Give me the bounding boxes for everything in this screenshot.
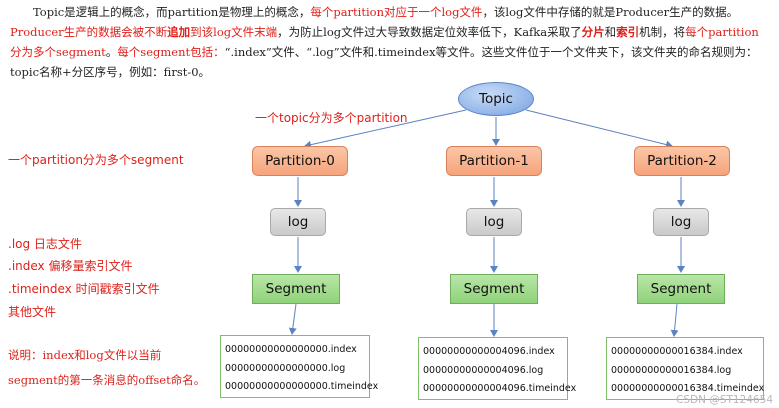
intro-paragraph: Topic是逻辑上的概念，而partition是物理上的概念，每个partiti… bbox=[10, 2, 770, 82]
segment-node-0: Segment bbox=[252, 274, 340, 304]
annotation-note-line2: segment的第一条消息的offset命名。 bbox=[8, 373, 206, 387]
partition-node-1: Partition-1 bbox=[446, 146, 542, 176]
annotation-timeindex-file: .timeindex 时间戳索引文件 bbox=[8, 282, 160, 296]
para-text: ，该log文件中存储的就是Producer生产的数据。 bbox=[482, 5, 739, 19]
partition-node-0: Partition-0 bbox=[252, 146, 348, 176]
annotation-note-line1: 说明：index和log文件以当前 bbox=[8, 348, 162, 362]
segment-files-2: 00000000000016384.index 0000000000001638… bbox=[606, 337, 764, 400]
index-file-name: 00000000000004096.index bbox=[423, 346, 555, 357]
log-node-1: log bbox=[466, 208, 522, 236]
topic-node: Topic bbox=[458, 82, 534, 116]
para-text: “.index”文件、“.log”文件和.timeindex等文件。这些文件位于… bbox=[10, 45, 758, 79]
index-file-name: 00000000000016384.index bbox=[611, 346, 743, 357]
annotation-other-files: 其他文件 bbox=[8, 305, 57, 319]
para-highlight: 每个segment包括： bbox=[117, 45, 225, 59]
arrow-topic-partition2 bbox=[525, 109, 673, 149]
para-highlight: 到该log文件末端 bbox=[190, 25, 278, 39]
para-text: ，为防止log文件过大导致数据定位效率低下，Kafka采取了 bbox=[277, 25, 582, 39]
segment-files-1: 00000000000004096.index 0000000000000409… bbox=[418, 337, 577, 400]
timeindex-file-name: 00000000000016384.timeindex bbox=[611, 383, 765, 394]
segment-node-1: Segment bbox=[450, 274, 538, 304]
watermark-text: CSDN @ST124654 bbox=[676, 394, 773, 406]
index-file-name: 00000000000000000.index bbox=[225, 344, 357, 355]
annotation-topic-partitions: 一个topic分为多个partition bbox=[255, 111, 408, 125]
arrow-segment2-files bbox=[670, 303, 679, 337]
arrow-topic-partition0 bbox=[304, 109, 467, 149]
para-text: 。 bbox=[105, 45, 118, 59]
log-node-0: log bbox=[270, 208, 326, 236]
para-emphasis: 索引 bbox=[616, 25, 640, 39]
segment-node-2: Segment bbox=[637, 274, 725, 304]
annotation-partition-segments: 一个partition分为多个segment bbox=[8, 153, 184, 167]
segment-files-0: 00000000000000000.index 0000000000000000… bbox=[220, 335, 379, 398]
para-emphasis: 分片 bbox=[581, 25, 605, 39]
arrow-segment0-files bbox=[288, 303, 297, 335]
para-highlight: 每个partition分为多个segment bbox=[10, 25, 759, 59]
para-emphasis: 追加 bbox=[167, 25, 191, 39]
log-node-2: log bbox=[653, 208, 709, 236]
log-file-name: 00000000000016384.log bbox=[611, 364, 732, 376]
para-text: 机制，将 bbox=[639, 25, 686, 39]
partition-node-2: Partition-2 bbox=[634, 146, 730, 176]
para-highlight: 每个partition对应于一个log文件 bbox=[310, 5, 483, 19]
para-text: 和 bbox=[604, 25, 617, 39]
para-text: Topic是逻辑上的概念，而partition是物理上的概念， bbox=[33, 5, 311, 19]
log-file-name: 00000000000004096.log bbox=[423, 364, 544, 376]
para-highlight: Producer生产的数据会被不断 bbox=[10, 25, 168, 39]
annotation-index-file: .index 偏移量索引文件 bbox=[8, 259, 133, 273]
timeindex-file-name: 00000000000000000.timeindex bbox=[225, 381, 379, 392]
annotation-log-file: .log 日志文件 bbox=[8, 237, 82, 251]
log-file-name: 00000000000000000.log bbox=[225, 362, 346, 374]
timeindex-file-name: 00000000000004096.timeindex bbox=[423, 383, 577, 394]
